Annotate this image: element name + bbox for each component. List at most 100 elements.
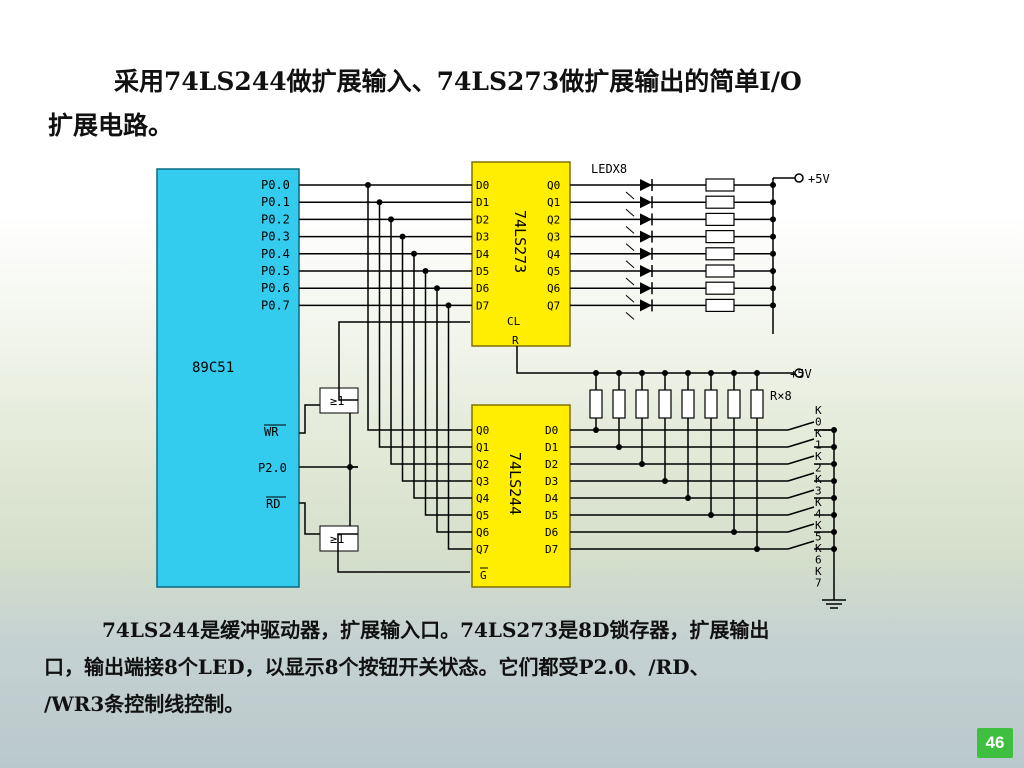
key-switch	[787, 455, 815, 465]
key-switch	[787, 489, 815, 499]
p0-pin-label: P0.6	[261, 281, 290, 295]
buffer-d-pin-label: D4	[545, 492, 559, 505]
latch-q-pin-label: Q0	[547, 179, 560, 192]
buffer-d-pin-label: D3	[545, 475, 558, 488]
description-line-3: /WR3条控制线控制。	[44, 692, 245, 716]
or-gate-read	[319, 525, 359, 552]
led-diode-symbol	[640, 282, 652, 295]
ground-junction	[831, 512, 837, 518]
led-resistor	[705, 247, 735, 261]
rail-junction	[770, 285, 776, 292]
buffer-q-pin-label: Q6	[476, 526, 489, 539]
input-junction	[616, 444, 622, 450]
led-resistor	[705, 298, 735, 312]
key-switch	[787, 523, 815, 533]
page-number-badge: 46	[977, 728, 1013, 758]
vcc-label-top: +5V	[808, 172, 830, 186]
vcc-junction	[593, 370, 599, 376]
buffer-q-pin-label: Q0	[476, 424, 489, 437]
led-diode-symbol	[640, 179, 652, 191]
p0-pin-label: P0.7	[261, 298, 290, 312]
buffer-q-pin-label: Q3	[476, 475, 489, 488]
latch-name: 74LS273	[511, 210, 529, 273]
latch-q-pin-label: Q2	[547, 213, 560, 226]
input-junction	[593, 427, 599, 433]
buffer-d-pin-label: D0	[545, 424, 558, 437]
buffer-q-pin-label: Q2	[476, 458, 489, 471]
bus-junction	[411, 250, 417, 257]
description-line-2: 口，输出端接8个LED，以显示8个按钮开关状态。它们都受P2.0、/RD、	[44, 655, 710, 679]
key-switch	[787, 438, 815, 448]
p0-pin-label: P0.0	[261, 178, 290, 192]
ground-junction	[831, 461, 837, 467]
led-light-arrow	[625, 226, 635, 234]
key-switch	[787, 472, 815, 482]
latch-q-pin-label: Q3	[547, 231, 560, 244]
background-campus-image	[0, 560, 1024, 768]
pullup-resistor	[750, 389, 764, 419]
rail-junction	[770, 199, 776, 206]
led-diode-symbol	[640, 265, 652, 277]
latch-d-pin-label: D4	[476, 248, 490, 261]
mcu-wr-label: WR	[264, 425, 279, 439]
led-light-arrow	[625, 312, 635, 320]
led-label: LEDX8	[591, 162, 627, 176]
key-label: K	[815, 473, 822, 486]
pullup-resistor	[681, 389, 695, 419]
key-label: K	[815, 519, 822, 532]
led-resistor	[705, 195, 735, 209]
latch-d-pin-label: D7	[476, 299, 489, 312]
or-gate-read-label: ≥1	[330, 532, 344, 546]
mcu-89c51-block	[156, 168, 300, 588]
ground-junction	[831, 495, 837, 501]
p0-pin-label: P0.3	[261, 230, 290, 244]
led-diode-symbol	[640, 213, 652, 226]
control-wires	[299, 173, 846, 609]
key-label: 0	[815, 416, 822, 429]
key-label: 7	[815, 577, 822, 590]
vcc-junction	[685, 370, 691, 376]
latch-clr-label-2: R	[512, 334, 519, 347]
mcu-p0-pin-labels: P0.0P0.1P0.2P0.3P0.4P0.5P0.6P0.7	[261, 178, 290, 312]
or-gate-write-label: ≥1	[330, 394, 344, 408]
latch-d-pin-label: D0	[476, 179, 489, 192]
latch-d-pin-label: D1	[476, 196, 489, 209]
key-label: 2	[815, 462, 822, 475]
latch-q-pin-label: Q4	[547, 248, 561, 261]
buffer-d-pin-label: D6	[545, 526, 558, 539]
vcc-junction	[616, 370, 622, 376]
vcc-label-bottom: +5V	[790, 367, 812, 381]
led-light-arrow	[625, 191, 635, 200]
slide-title: 采用74LS244做扩展输入、74LS273做扩展输出的简单I/O 扩展电路。	[48, 60, 998, 148]
buffer-q-pin-label: Q4	[476, 492, 490, 505]
pullup-resistor	[658, 389, 672, 419]
led-diode-symbol	[640, 299, 652, 312]
buffer-q-pin-label: Q5	[476, 509, 489, 522]
vcc-junction	[731, 370, 737, 376]
bus-drop-wire	[447, 305, 472, 550]
key-label: K	[815, 496, 822, 509]
latch-q-pin-label: Q6	[547, 282, 560, 295]
led-light-arrow	[625, 294, 635, 303]
bus-drop-wire	[413, 253, 472, 499]
pullup-resistor	[612, 389, 626, 419]
title-line-2: 扩展电路。	[48, 111, 174, 140]
led-resistor	[705, 281, 735, 295]
vcc-junction	[662, 370, 668, 376]
ground-junction	[831, 427, 837, 433]
key-label: K	[815, 404, 822, 417]
latch-clr-label-1: CL	[507, 315, 521, 328]
led-light-arrow	[625, 260, 635, 269]
bus-drop-wire	[367, 185, 472, 431]
rail-junction	[770, 250, 776, 257]
led-diode-symbol	[640, 196, 652, 209]
mcu-rd-label: RD	[266, 497, 280, 511]
vcc-junction	[754, 370, 760, 376]
led-resistor	[705, 178, 735, 192]
mcu-name: 89C51	[192, 360, 234, 376]
key-label: K	[815, 427, 822, 440]
key-label: 4	[815, 508, 822, 521]
